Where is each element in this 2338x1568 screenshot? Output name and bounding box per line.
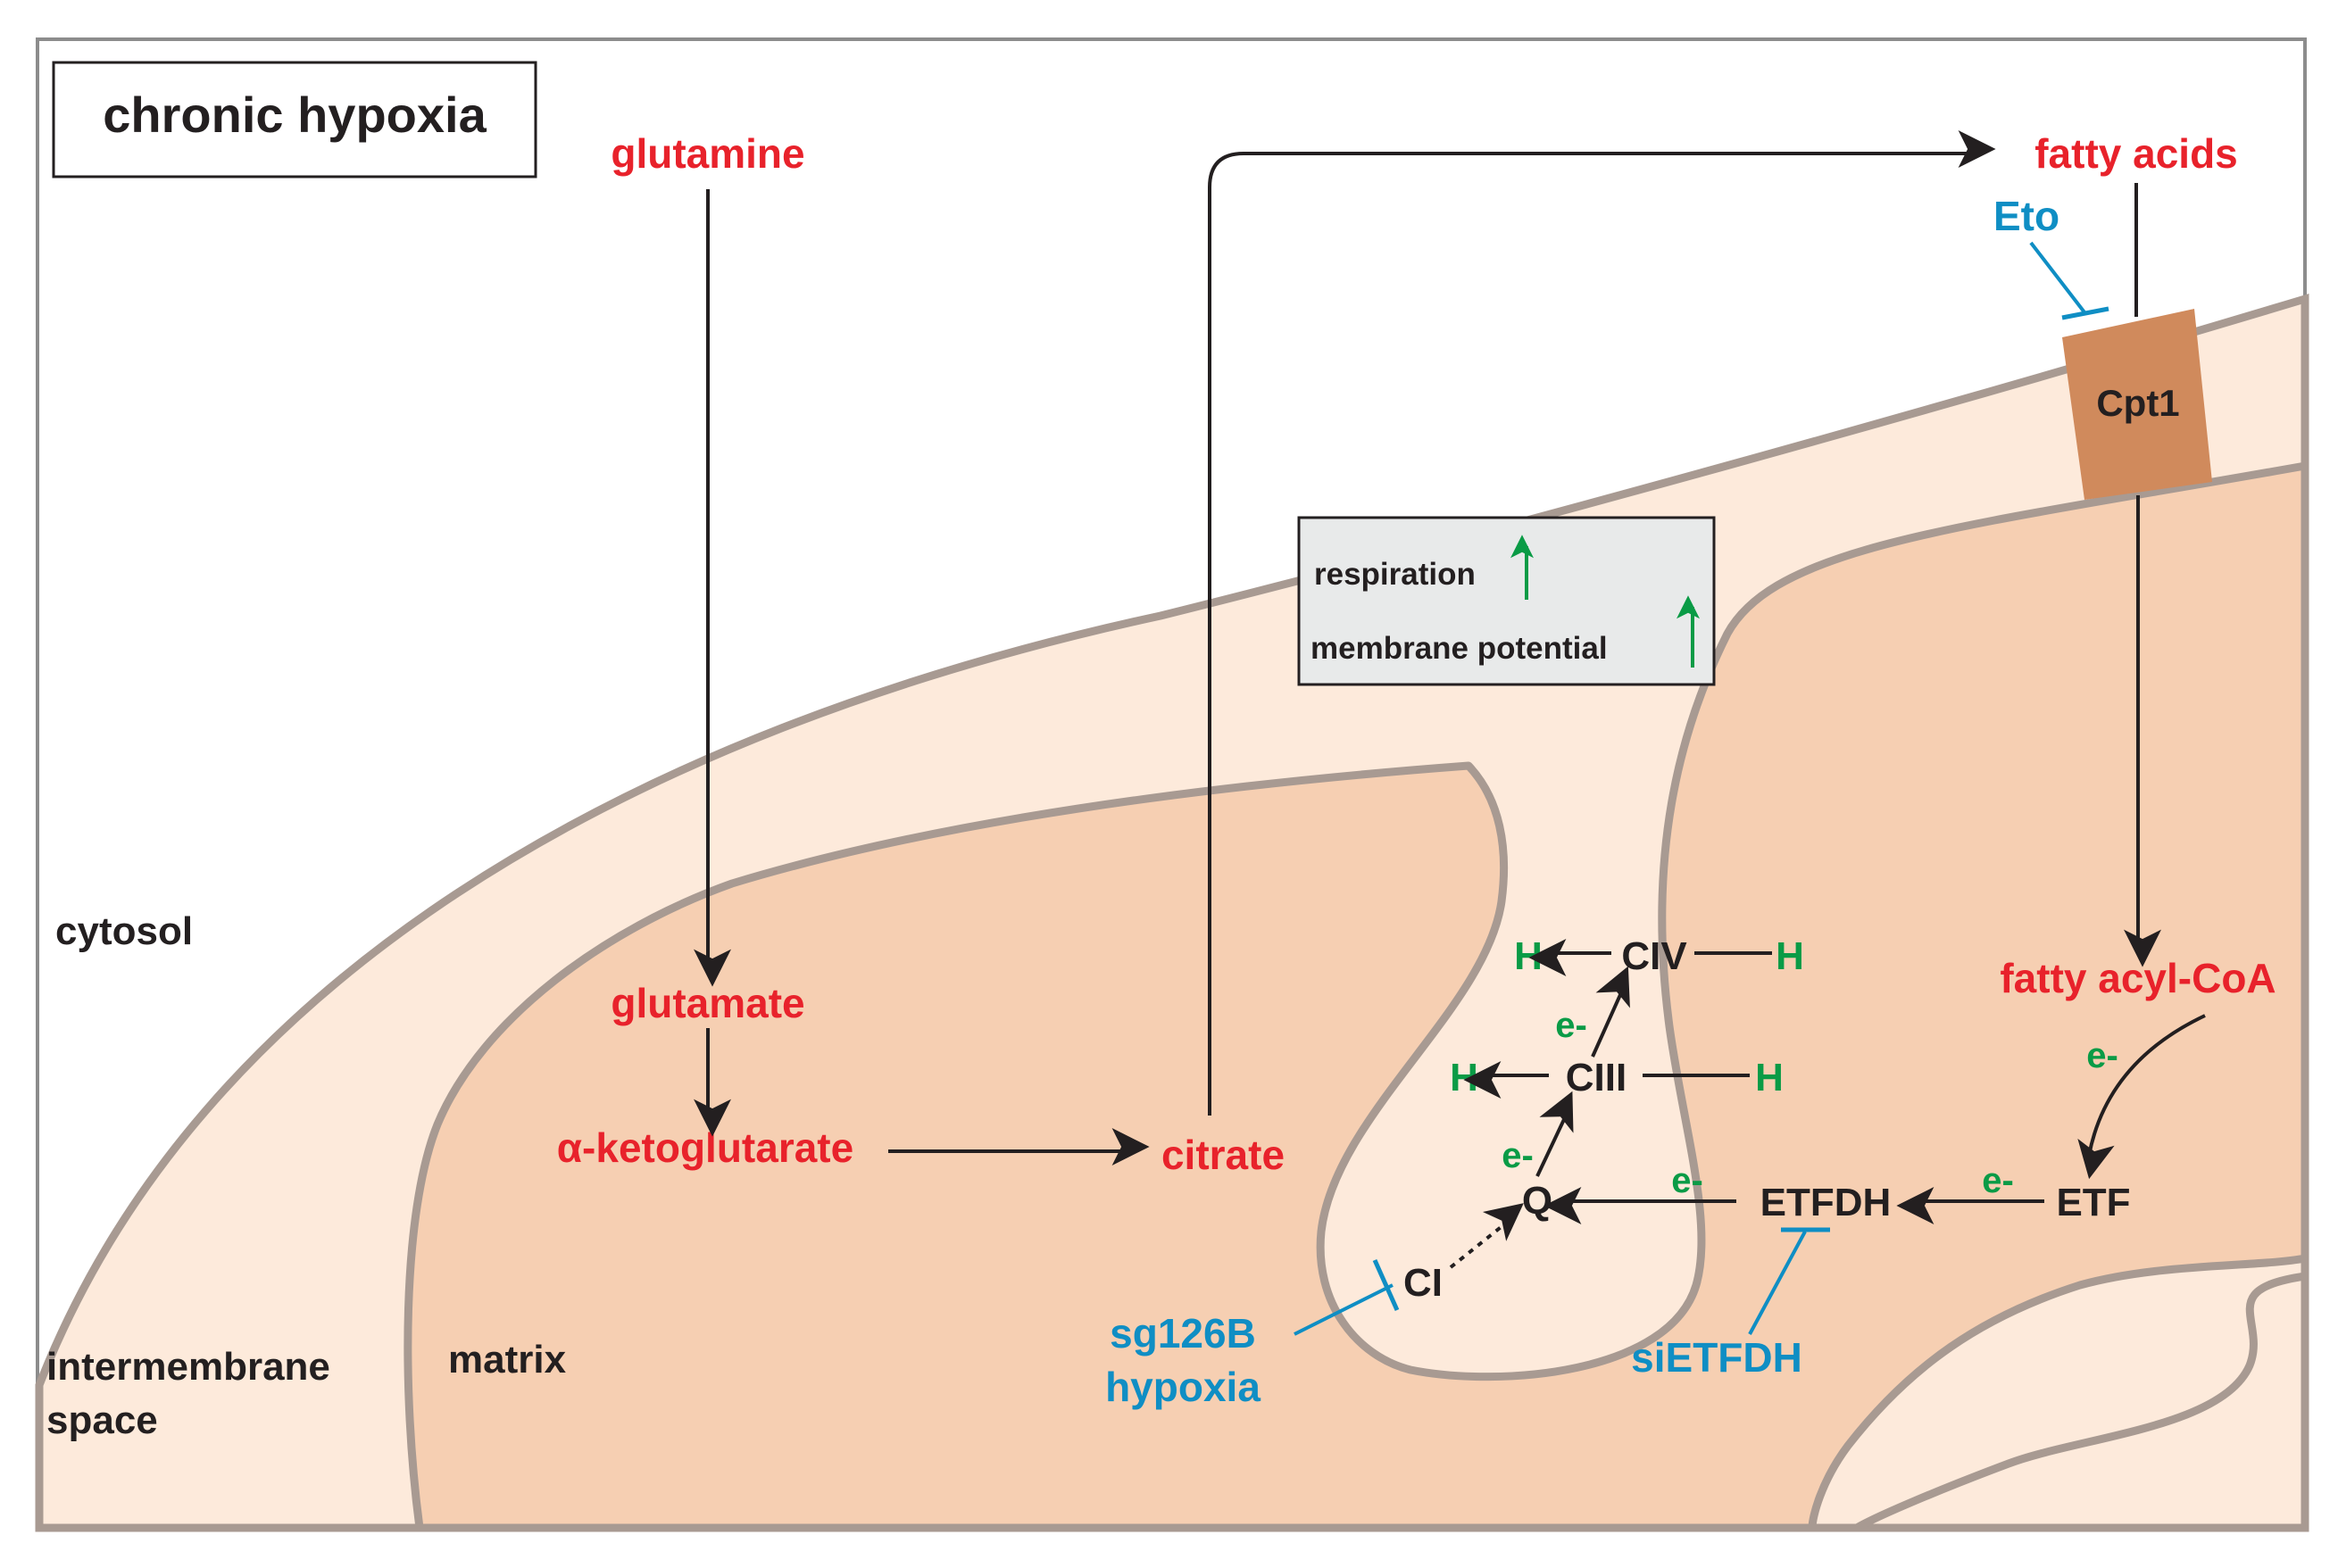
arrow-citrate-to-fatty-acids (1208, 130, 1996, 1116)
electron-q-ciii: e- (1502, 1136, 1534, 1175)
citrate-label: citrate (1161, 1132, 1285, 1178)
status-box (1297, 516, 1716, 686)
intermembrane-label-line2: space (46, 1398, 158, 1442)
electron-etfdh-q: e- (1671, 1161, 1703, 1200)
civ-label: CIV (1621, 934, 1687, 978)
hypoxia-label: hypoxia (1105, 1364, 1261, 1410)
electron-ciii-civ: e- (1555, 1006, 1587, 1045)
matrix-label: matrix (448, 1338, 567, 1381)
q-label: Q (1522, 1179, 1552, 1223)
inhibition-eto-bar (2061, 306, 2109, 320)
cpt1-transporter (2062, 309, 2212, 500)
fatty-acids-label: fatty acids (2034, 130, 2238, 177)
inhibition-sg126b-line (1294, 1283, 1394, 1336)
arrow-ci-to-q (1449, 1203, 1524, 1269)
ciii-label: CIII (1566, 1056, 1627, 1099)
proton-ciii-out: H (1450, 1056, 1478, 1099)
intermembrane-label-line1: intermembrane (46, 1345, 330, 1389)
glutamine-label: glutamine (611, 130, 804, 177)
cytosol-label: cytosol (55, 909, 193, 953)
fatty-acyl-coa-label: fatty acyl-CoA (2000, 955, 2276, 1001)
mitochondrial-matrix (404, 461, 2309, 1532)
title: chronic hypoxia (103, 87, 487, 143)
inhibition-sg126b-bar (1372, 1258, 1400, 1312)
membrane-potential-label: membrane potential (1310, 631, 1608, 666)
arrow-acyl-coa-to-etf (2077, 1014, 2206, 1180)
respiration-label: respiration (1314, 557, 1476, 592)
inhibition-eto-line (2029, 241, 2086, 314)
alpha-ketoglutarate-label: α-ketoglutarate (557, 1124, 853, 1171)
arrow-q-to-ciii (1535, 1091, 1574, 1177)
electron-acylcoa-etf: e- (2086, 1036, 2118, 1075)
sg126b-label: sg126B (1110, 1310, 1256, 1356)
inner-crista (1808, 1253, 2309, 1532)
inner-crista-pocket (1854, 1272, 2306, 1531)
proton-civ-in: H (1776, 934, 1804, 978)
title-box (52, 61, 537, 178)
inhibition-sietfdh-line (1748, 1231, 1807, 1335)
arrow-ciii-to-civ (1591, 966, 1630, 1058)
etf-label: ETF (2056, 1181, 2130, 1224)
sietfdh-label: siETFDH (1631, 1334, 1802, 1381)
proton-ciii-in: H (1755, 1056, 1784, 1099)
eto-label: Eto (1993, 193, 2059, 239)
electron-etf-etfdh: e- (1982, 1161, 2014, 1200)
ci-label: CI (1403, 1261, 1443, 1305)
glutamate-label: glutamate (611, 980, 804, 1026)
cpt1-label: Cpt1 (2096, 382, 2179, 424)
proton-civ-out: H (1514, 934, 1543, 978)
etfdh-label: ETFDH (1760, 1181, 1892, 1224)
